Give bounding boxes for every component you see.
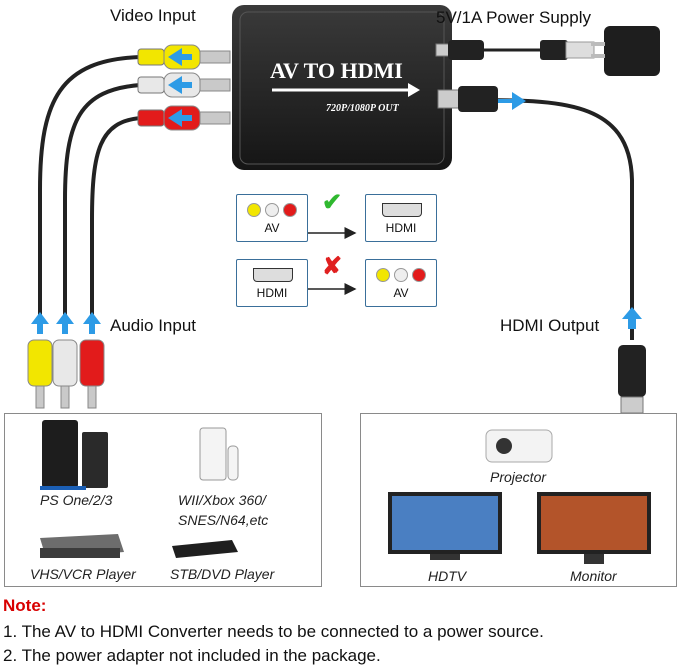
power-supply-label: 5V/1A Power Supply (436, 8, 591, 27)
note-line-1: 1. The AV to HDMI Converter needs to be … (3, 622, 544, 641)
input-arrows (168, 48, 192, 127)
compat-hdmi-source-box: HDMI (236, 259, 308, 307)
converter-box (232, 5, 452, 170)
compat-hdmi-box: HDMI (365, 194, 437, 242)
compat-av-target-box: AV (365, 259, 437, 307)
source-device-graphics (40, 420, 239, 558)
video-input-label: Video Input (110, 6, 196, 25)
compat-hdmi-source-label: HDMI (256, 286, 288, 300)
converter-title: AV TO HDMI (270, 58, 403, 83)
display-devices-panel (360, 413, 677, 587)
hdmi-output-label: HDMI Output (500, 316, 600, 335)
check-icon: ✔ (322, 189, 343, 216)
compat-av-box: AV (236, 194, 308, 242)
hdmi-plug-top (437, 86, 526, 112)
note-title: Note: (3, 596, 47, 615)
display-hdtv-caption: HDTV (428, 568, 467, 584)
cross-icon: ✘ (322, 253, 343, 280)
compat-av-label: AV (264, 221, 280, 235)
display-projector-caption: Projector (490, 469, 547, 485)
note-line-2: 2. The power adapter not included in the… (3, 646, 381, 665)
display-monitor-caption: Monitor (570, 568, 617, 584)
converter-subtitle: 720P/1080P OUT (326, 103, 399, 114)
audio-input-label: Audio Input (110, 316, 197, 335)
device-stb-caption: STB/DVD Player (170, 566, 275, 582)
source-devices-panel (4, 413, 322, 587)
compat-av-target-label: AV (393, 286, 409, 300)
display-device-graphics (388, 429, 651, 564)
device-wii-caption-1: WII/Xbox 360/ (178, 492, 266, 508)
power-adapter (435, 26, 660, 76)
device-vhs-caption: VHS/VCR Player (30, 566, 136, 582)
device-ps-caption: PS One/2/3 (40, 492, 113, 508)
compat-hdmi-label: HDMI (385, 221, 417, 235)
rca-plugs-bottom (27, 312, 105, 409)
device-wii-caption-2: SNES/N64,etc (178, 512, 269, 528)
hdmi-plug-bottom (618, 307, 646, 414)
